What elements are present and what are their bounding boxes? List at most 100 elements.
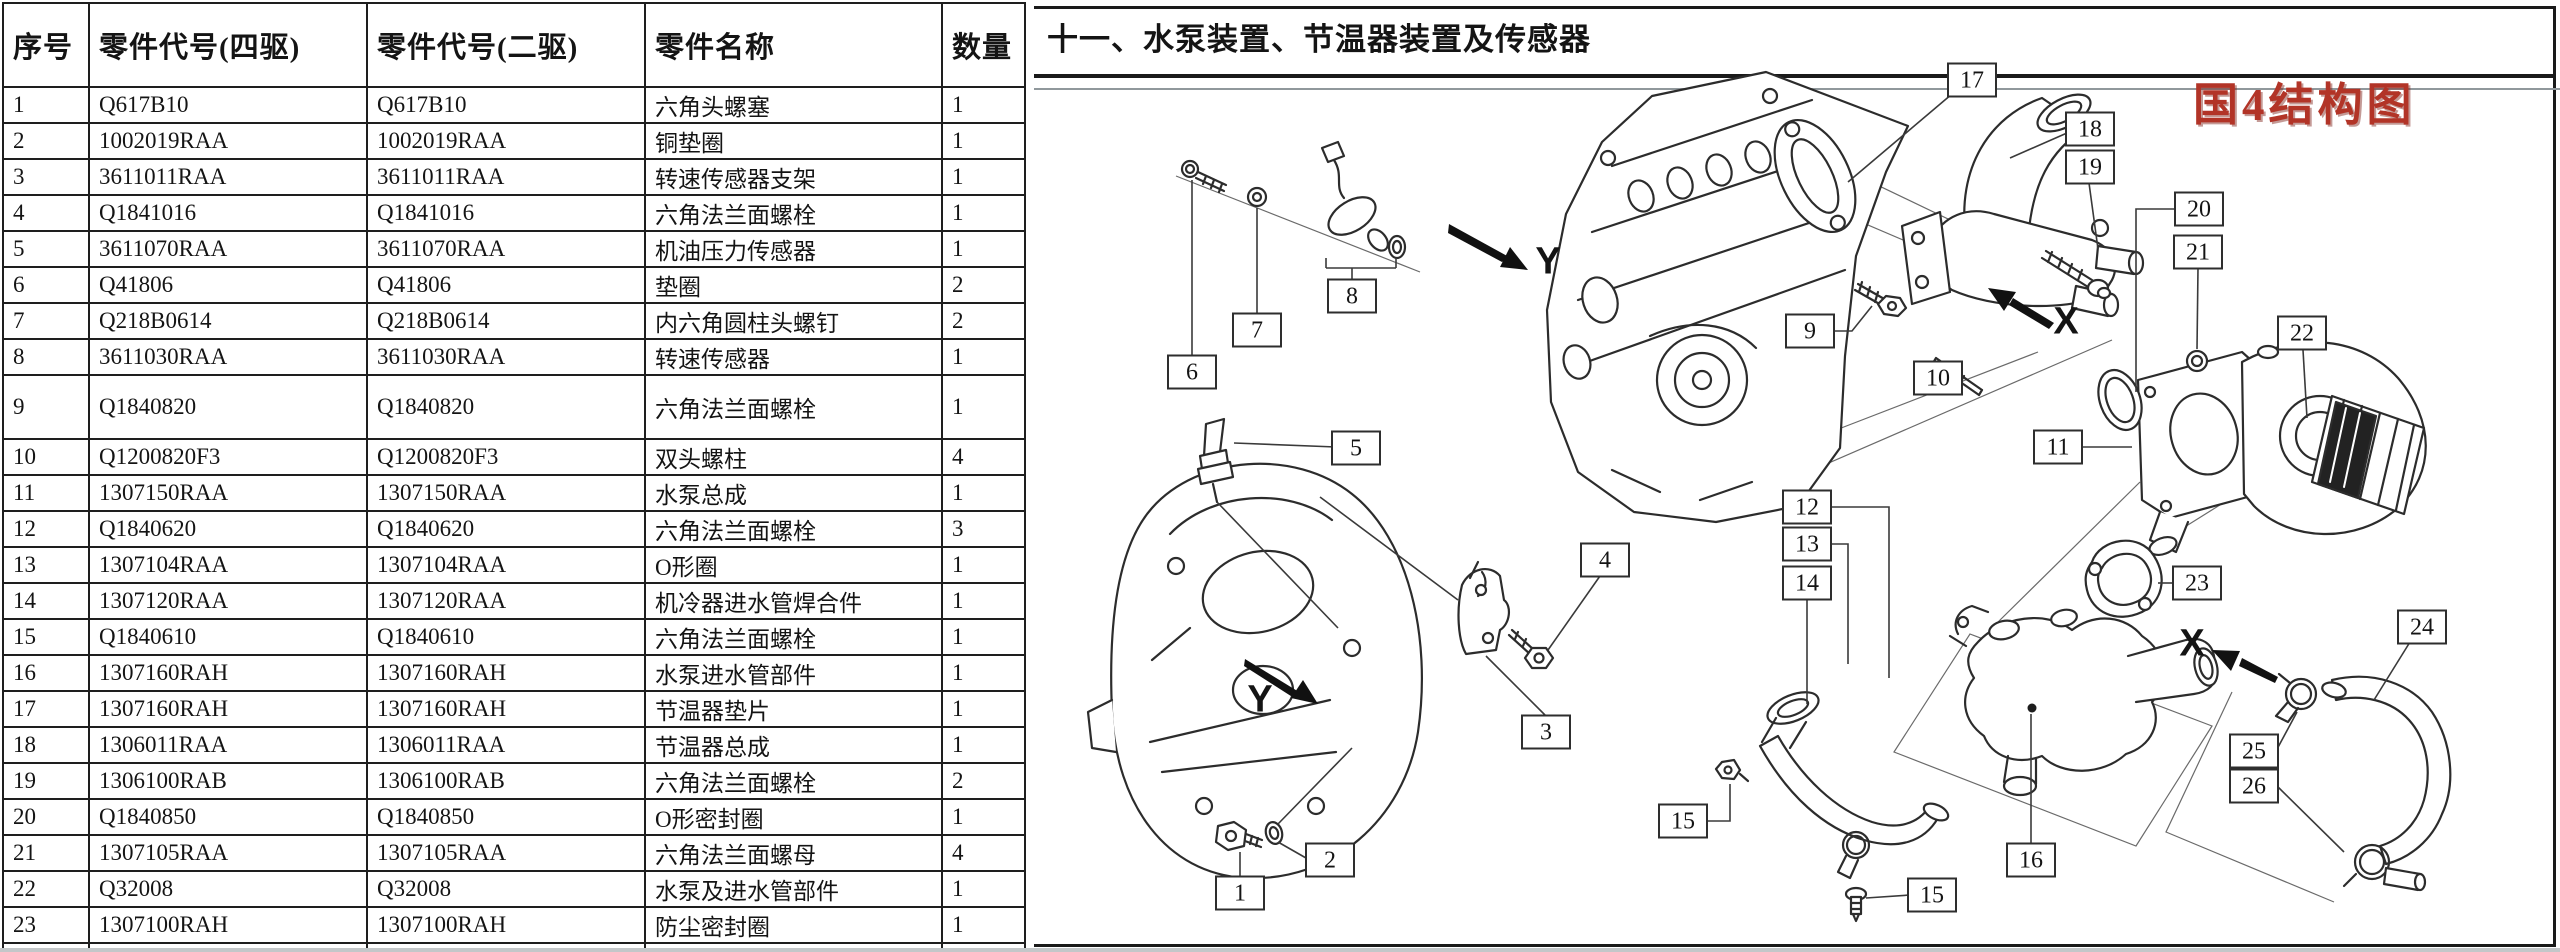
callout-14: 14 [1782, 565, 1832, 601]
emission-standard-stamp: 国4结构图 [2193, 80, 2416, 130]
cell-code4: Q1840850 [88, 798, 368, 836]
view-label-x-3: X [2179, 622, 2205, 665]
cell-qty: 1 [941, 194, 1026, 232]
callout-5: 5 [1331, 430, 1381, 466]
engine-block-drawing [1545, 70, 1910, 524]
view-label-x-1: X [2053, 300, 2079, 343]
cell-name: 六角法兰面螺栓 [644, 618, 943, 656]
cell-qty: 1 [941, 374, 1026, 440]
cell-no: 23 [2, 906, 90, 944]
cell-code4: 1307160RAH [88, 690, 368, 728]
o-ring-20-drawing [2097, 368, 2143, 432]
gasket-17-drawing [1773, 118, 1857, 234]
cell-qty: 4 [941, 834, 1026, 872]
cell-code2: 1307150RAA [366, 474, 646, 512]
cell-name: 水泵进水管部件 [644, 654, 943, 692]
cell-no: 17 [2, 690, 90, 728]
cell-name: 机冷器进水管焊合件 [644, 582, 943, 620]
cell-code4: 1307150RAA [88, 474, 368, 512]
cell-qty: 1 [941, 654, 1026, 692]
cell-code2: Q617B10 [366, 86, 646, 124]
col-header-no: 序号 [2, 2, 90, 88]
cell-name: 水泵及进水管部件 [644, 870, 943, 908]
cell-code2: Q1840820 [366, 374, 646, 440]
cell-code2: 3611030RAA [366, 338, 646, 376]
cell-qty: 1 [941, 690, 1026, 728]
cell-qty: 1 [941, 230, 1026, 268]
clutch-housing-drawing [1086, 462, 1423, 880]
cell-code4: Q218B0614 [88, 302, 368, 340]
cell-name: 六角法兰面螺栓 [644, 374, 943, 440]
cell-name: 六角法兰面螺母 [644, 834, 943, 872]
cell-qty: 1 [941, 798, 1026, 836]
cell-name: 防尘密封圈 [644, 906, 943, 944]
cell-name: 双头螺柱 [644, 438, 943, 476]
cell-code2: 1307160RAH [366, 654, 646, 692]
cell-code4: Q1840610 [88, 618, 368, 656]
cell-no: 1 [2, 86, 90, 124]
cell-no: 15 [2, 618, 90, 656]
o-ring-21-drawing [2185, 349, 2209, 373]
cell-qty: 1 [941, 870, 1026, 908]
panel-top-border [1034, 6, 2556, 9]
cell-no: 8 [2, 338, 90, 376]
cell-name: 转速传感器 [644, 338, 943, 376]
cell-code4: 1307120RAA [88, 582, 368, 620]
cell-name: 铜垫圈 [644, 122, 943, 160]
callout-1: 1 [1215, 875, 1265, 911]
leader-lines [1191, 93, 2411, 899]
title-underline [1034, 74, 2556, 78]
cell-code2: Q1200820F3 [366, 438, 646, 476]
clamp-25-drawing [2274, 672, 2318, 724]
cell-no: 12 [2, 510, 90, 548]
cell-qty: 2 [941, 762, 1026, 800]
cell-code2: Q1840620 [366, 510, 646, 548]
gasket-23-drawing [2084, 539, 2163, 618]
bolt-19-drawing [2040, 249, 2112, 300]
col-header-code4: 零件代号(四驱) [88, 2, 368, 88]
cell-code2: Q1840610 [366, 618, 646, 656]
cell-no: 19 [2, 762, 90, 800]
view-label-y-2: Y [1247, 678, 1273, 721]
cell-code2: 1002019RAA [366, 122, 646, 160]
callout-15: 15 [1907, 877, 1957, 913]
bolt-9-drawing [1853, 280, 1908, 318]
bolt-6-drawing [1180, 159, 1228, 194]
arrow-y-top [1448, 224, 1528, 270]
panel-right-border [2553, 6, 2556, 947]
cell-qty: 4 [941, 438, 1026, 476]
hose-24-drawing [2321, 675, 2452, 866]
cell-qty: 1 [941, 338, 1026, 376]
cell-code2: 1307104RAA [366, 546, 646, 584]
callout-13: 13 [1782, 526, 1832, 562]
cell-no: 21 [2, 834, 90, 872]
cell-code2: Q1840850 [366, 798, 646, 836]
col-header-code2: 零件代号(二驱) [366, 2, 646, 88]
oil-pressure-sensor-drawing [1196, 417, 1235, 504]
cell-name: 六角法兰面螺栓 [644, 762, 943, 800]
cell-code2: 1306011RAA [366, 726, 646, 764]
arrow-y-bottom [1244, 659, 1318, 704]
callout-9: 9 [1785, 313, 1835, 349]
cell-no: 7 [2, 302, 90, 340]
cell-qty: 1 [941, 546, 1026, 584]
bottom-strip [0, 948, 2560, 952]
callout-15: 15 [1658, 803, 1708, 839]
callout-24: 24 [2397, 609, 2447, 645]
panel-bottom-border [1034, 944, 2556, 947]
bolt-4-drawing [1507, 628, 1555, 670]
callout-22: 22 [2277, 315, 2327, 351]
cell-no: 13 [2, 546, 90, 584]
cell-no: 16 [2, 654, 90, 692]
